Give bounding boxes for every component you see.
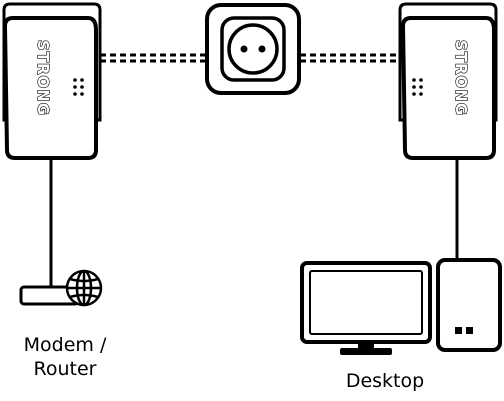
- status-led-icons: [412, 78, 423, 96]
- desktop-label-text: Desktop: [345, 370, 425, 392]
- modem-router-label: Modem / Router: [0, 333, 130, 381]
- status-led-icons: [73, 78, 84, 96]
- brand-logo-left: STRONG: [34, 40, 52, 116]
- modem-label-line-2: Router: [33, 358, 97, 380]
- desktop-label: Desktop: [320, 369, 450, 393]
- brand-logo-right: STRONG: [452, 40, 470, 116]
- modem-label-line-1: Modem /: [23, 334, 107, 356]
- powerline-dashed-link: [100, 53, 400, 63]
- monitor-icon: [300, 261, 432, 355]
- powerline-adapter-right: STRONG: [398, 2, 498, 160]
- powerline-adapter-left: STRONG: [2, 2, 102, 160]
- pc-tower-icon: [436, 258, 502, 352]
- wall-socket-icon: [205, 3, 301, 95]
- globe-icon: [65, 269, 103, 307]
